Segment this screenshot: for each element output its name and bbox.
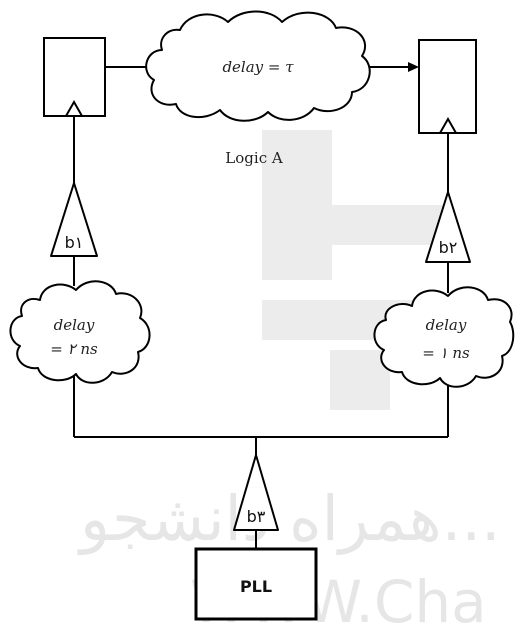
- right-delay-line1: delay: [426, 316, 467, 334]
- buffer-triangle-icon: [425, 191, 471, 263]
- left-delay-line1: delay: [54, 316, 95, 334]
- buffer-b2-label: b۲: [439, 238, 458, 257]
- arrow-head-icon: [408, 62, 419, 72]
- buffer-b1: b۱: [50, 182, 98, 257]
- pll-label: PLL: [240, 577, 272, 596]
- buffer-triangle-icon: [233, 454, 279, 531]
- watermark-block: [262, 130, 332, 280]
- pll-block: PLL: [194, 547, 318, 621]
- left-delay-line2: = ۲ ns: [50, 340, 98, 358]
- watermark-block: [332, 205, 452, 245]
- buffer-b1-label: b۱: [65, 233, 84, 252]
- logic-a-cloud: delay = τ: [145, 10, 371, 122]
- cloud-shape-icon: [373, 286, 515, 388]
- clock-input-triangle-icon: [65, 99, 83, 117]
- buffer-b3: b۳: [233, 454, 279, 531]
- watermark-persian-text: همراه دانشجو...: [77, 482, 501, 555]
- right-delay-line2: = ۱ ns: [422, 344, 470, 362]
- left-delay-cloud: delay = ۲ ns: [9, 280, 151, 384]
- buffer-triangle-icon: [50, 182, 98, 257]
- clock-input-triangle-icon: [439, 116, 457, 134]
- cloud-shape-icon: [145, 10, 371, 122]
- buffer-b2: b۲: [425, 191, 471, 263]
- watermark-block: [330, 350, 390, 410]
- right-delay-cloud: delay = ۱ ns: [373, 286, 515, 388]
- logic-a-label: Logic A: [225, 149, 283, 167]
- pll-box: [194, 547, 318, 621]
- logic-delay-text: delay = τ: [222, 58, 294, 76]
- flip-flop-box: [418, 39, 477, 134]
- watermark: همراه دانشجو... WWW.Cha: [77, 130, 501, 624]
- buffer-b3-label: b۳: [247, 507, 266, 526]
- flip-flop-right: [418, 39, 477, 134]
- flip-flop-left: [43, 37, 106, 117]
- cloud-shape-icon: [9, 280, 151, 384]
